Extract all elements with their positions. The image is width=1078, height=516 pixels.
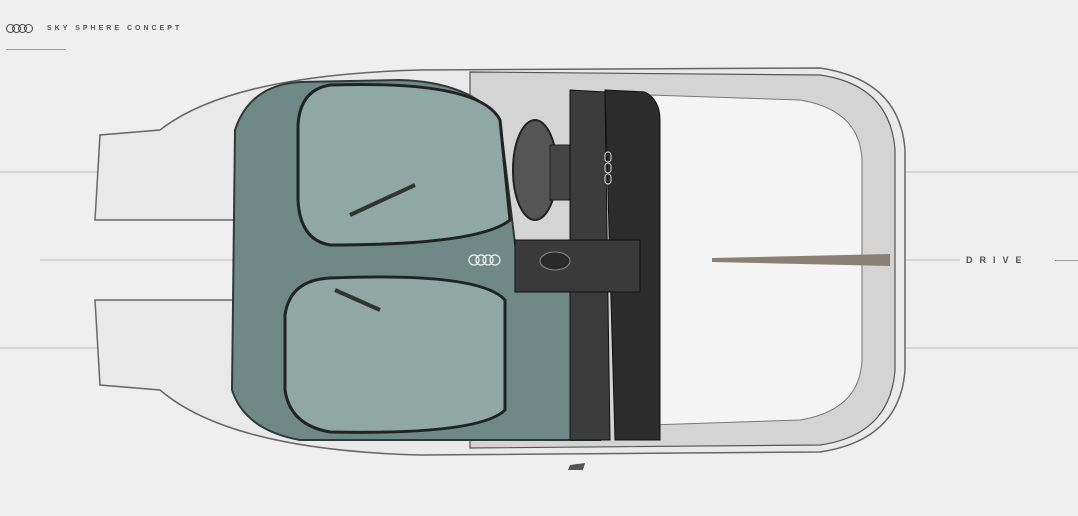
concept-title: SKY SPHERE CONCEPT — [47, 25, 183, 32]
seatbelt-driver — [349, 183, 416, 217]
seatbelt-passenger — [334, 288, 381, 312]
center-console — [514, 239, 641, 293]
dashboard-rings-icon — [604, 151, 612, 185]
brand-header: SKY SPHERE CONCEPT — [6, 24, 182, 33]
nose-spike — [712, 254, 890, 266]
seat-driver — [296, 82, 512, 247]
badge-icon — [568, 463, 585, 470]
gear-selector — [539, 251, 571, 271]
direction-label: DRIVE — [966, 255, 1029, 265]
center-rings-logo-icon — [468, 254, 501, 266]
four-rings-logo-icon — [6, 24, 33, 33]
seat-passenger — [283, 275, 507, 434]
header-divider — [6, 49, 66, 50]
direction-divider — [1055, 260, 1078, 261]
